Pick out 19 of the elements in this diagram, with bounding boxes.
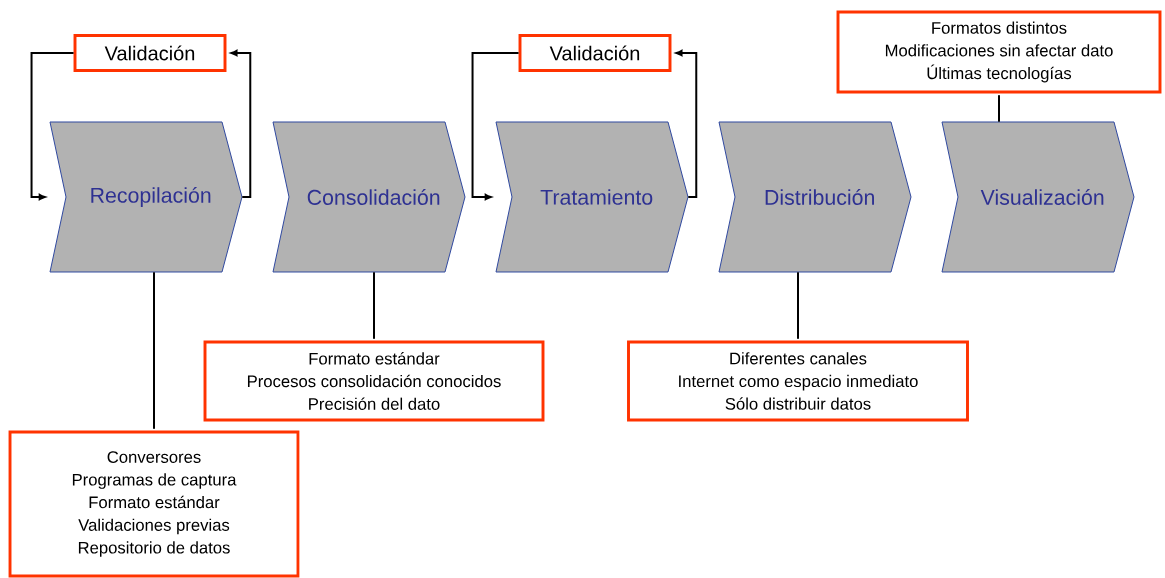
process-step: Visualización (941, 121, 1135, 273)
process-step: Distribución (718, 121, 912, 273)
leader-line (998, 94, 1000, 123)
leader-line (797, 271, 799, 340)
feedback-arrow (230, 49, 252, 198)
feedback-arrow (675, 49, 698, 198)
feedback-arrow (30, 52, 75, 201)
note-box: Formatos distintos Modificaciones sin afectar dato Últimas tecnologías (836, 10, 1162, 94)
process-step: Recopilación (49, 121, 243, 273)
process-step: Tratamiento (495, 121, 689, 273)
feedback-arrow (471, 52, 520, 201)
note-box: Formato estándar Procesos consolidación conocidos Precisión del dato (203, 340, 545, 422)
note-box: Conversores Programas de captura Formato estándar Validaciones previas Repositorio de datos (8, 430, 300, 578)
process-step: Consolidación (272, 121, 466, 273)
validation-box: Validación (518, 34, 672, 72)
leader-line (153, 271, 155, 430)
validation-box: Validación (73, 34, 227, 72)
leader-line (373, 271, 375, 340)
note-box: Diferentes canales Internet como espacio inmediato Sólo distribuir datos (627, 340, 969, 422)
